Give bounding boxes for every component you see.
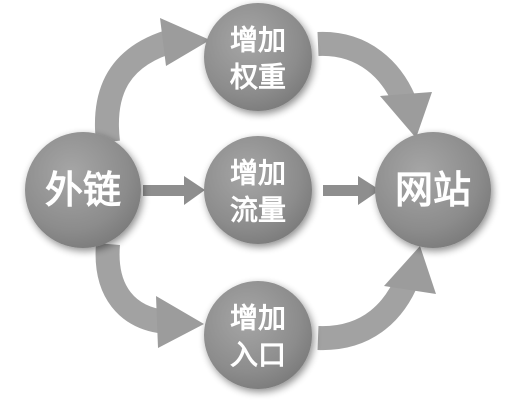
arrows [94, 18, 436, 351]
node-top-line1: 增加 [230, 24, 286, 57]
arrowhead-source-to-top [160, 18, 210, 66]
arrow-middle-to-target-head [358, 176, 380, 205]
arrow-source-to-top [94, 28, 179, 144]
node-bottom-line2: 入口 [230, 339, 286, 372]
arrowhead-source-to-bottom [156, 296, 204, 348]
node-source [25, 132, 141, 248]
node-bottom-line1: 增加 [230, 302, 286, 335]
straight-arrows [143, 176, 380, 205]
node-top [204, 3, 312, 111]
node-target [375, 132, 491, 248]
node-target-label: 网站 [395, 168, 471, 212]
arrow-top-to-target [317, 31, 416, 106]
node-source-label: 外链 [45, 168, 121, 212]
node-top-line2: 权重 [229, 61, 286, 94]
node-middle [204, 136, 312, 244]
arrow-source-to-bottom [95, 243, 167, 334]
arrow-source-to-middle-shaft [143, 185, 187, 196]
arrowhead-top-to-target [380, 92, 432, 138]
node-middle-line1: 增加 [230, 157, 286, 190]
node-bottom [204, 281, 312, 389]
arrow-source-to-middle-head [184, 176, 205, 205]
arrow-middle-to-target-shaft [323, 185, 361, 196]
arrowhead-bottom-to-target [384, 246, 436, 294]
node-middle-line2: 流量 [230, 194, 286, 227]
